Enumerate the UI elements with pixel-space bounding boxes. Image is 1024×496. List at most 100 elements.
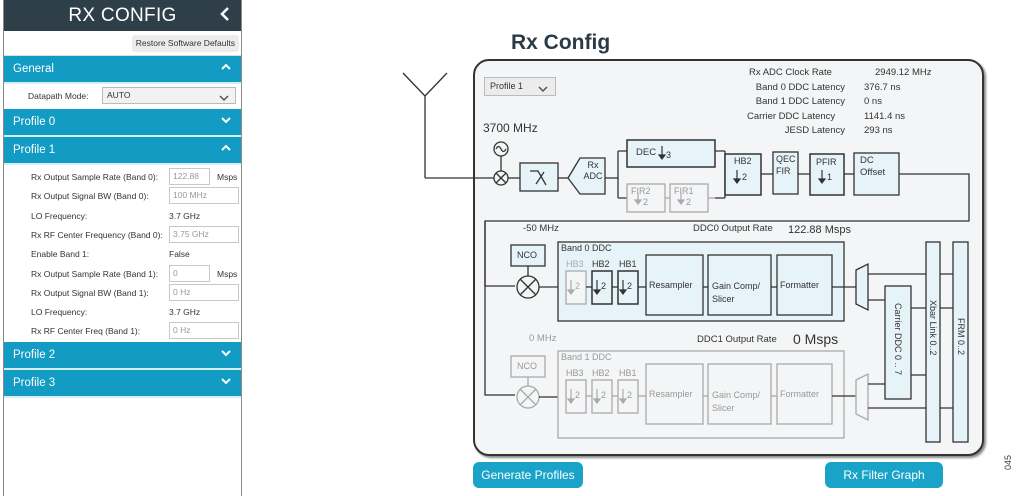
profile-select-value: Profile 1 bbox=[490, 81, 524, 91]
profile-1-row: Rx RF Center Freq (Band 1): 0 Hz bbox=[4, 322, 241, 340]
field-label: Rx RF Center Freq (Band 1): bbox=[31, 326, 141, 337]
restore-defaults-button[interactable]: Restore Software Defaults bbox=[131, 35, 239, 52]
band0-formatter-label: Formatter bbox=[780, 280, 820, 290]
dec-factor: 3 bbox=[666, 150, 672, 160]
mixer-icon bbox=[493, 170, 509, 186]
band0-gain-block bbox=[707, 254, 772, 316]
rx-adc-label: Rx ADC bbox=[582, 160, 604, 182]
band0-ddc-title: Band 0 DDC bbox=[561, 243, 612, 253]
lo-frequency-label: 3700 MHz bbox=[483, 121, 538, 135]
ddc0-output-rate-label: DDC0 Output Rate bbox=[693, 223, 773, 234]
rx-filter-graph-button[interactable]: Rx Filter Graph bbox=[825, 462, 943, 488]
xbar-link-label: Xbar Link 0..2 bbox=[928, 300, 938, 356]
oscillator-icon bbox=[493, 141, 509, 171]
datapath-mode-select[interactable]: AUTO bbox=[102, 87, 236, 104]
carrier-ddc-label: Carrier DDC 0 .. 7 bbox=[893, 303, 903, 376]
chevron-down-icon bbox=[219, 92, 229, 107]
unit-label: Msps bbox=[217, 268, 238, 279]
ddc0-output-rate-value: 122.88 Msps bbox=[788, 224, 851, 236]
section-profile-0[interactable]: Profile 0 bbox=[4, 109, 241, 137]
fir2-factor: 2 bbox=[643, 197, 649, 207]
stat-value: 2949.12 MHz bbox=[875, 67, 932, 78]
qec-line2: FIR bbox=[776, 166, 791, 176]
band1-resampler-label: Resampler bbox=[649, 389, 693, 399]
stat-label: Band 0 DDC Latency bbox=[755, 81, 845, 93]
section-profile-3[interactable]: Profile 3 bbox=[4, 370, 241, 398]
band1-mixer-icon bbox=[516, 385, 540, 409]
field-input[interactable]: 100 MHz bbox=[169, 187, 239, 205]
chevron-down-icon bbox=[220, 347, 232, 359]
stat-value: 376.7 ns bbox=[864, 81, 901, 93]
dc-line2: Offset bbox=[860, 167, 886, 178]
field-label: Rx RF Center Frequency (Band 0): bbox=[31, 229, 163, 240]
gain-line1: Gain Comp/ bbox=[712, 390, 761, 400]
datapath-mode-label: Datapath Mode: bbox=[28, 91, 89, 101]
band1-mux-icon bbox=[855, 372, 869, 422]
band1-hb3-label: HB3 bbox=[566, 368, 584, 378]
field-label: Rx Output Signal BW (Band 0): bbox=[31, 191, 149, 202]
field-label: Enable Band 1: bbox=[31, 249, 90, 260]
rx-config-panel: RX CONFIG Restore Software Defaults Gene… bbox=[3, 0, 242, 496]
band0-hb1-factor: 2 bbox=[627, 281, 633, 291]
profile-1-row: Enable Band 1: False bbox=[4, 245, 241, 263]
chevron-down-icon bbox=[538, 82, 548, 99]
band1-hb3-factor: 2 bbox=[575, 390, 581, 400]
carrier-ddc-block bbox=[884, 285, 912, 400]
field-input[interactable]: 122.88 bbox=[169, 168, 210, 185]
hb2-label: HB2 bbox=[734, 156, 752, 166]
band1-formatter-label: Formatter bbox=[780, 389, 820, 399]
rx-adc-line1: Rx bbox=[587, 160, 599, 170]
field-label: LO Frequency: bbox=[31, 307, 88, 318]
field-input[interactable]: 0 Hz bbox=[169, 283, 239, 301]
ddc1-output-rate-value: 0 Msps bbox=[793, 331, 839, 347]
section-general[interactable]: General bbox=[4, 56, 241, 84]
antenna-icon bbox=[402, 72, 494, 179]
band0-nco-freq: -50 MHz bbox=[523, 223, 559, 234]
field-value: False bbox=[169, 249, 190, 260]
section-profile-2[interactable]: Profile 2 bbox=[4, 342, 241, 370]
field-value: 3.7 GHz bbox=[169, 307, 201, 318]
gain-line2: Slicer bbox=[712, 403, 735, 413]
dec-label: DEC bbox=[636, 147, 657, 158]
rx-adc-line2: ADC bbox=[583, 171, 603, 181]
hb2-factor: 2 bbox=[742, 172, 748, 182]
section-label: General bbox=[13, 63, 54, 75]
lowpass-filter-block bbox=[519, 162, 559, 192]
stat-value: 1141.4 ns bbox=[864, 110, 906, 122]
figure-number: 045 bbox=[1003, 454, 1013, 470]
chevron-up-icon bbox=[220, 142, 232, 154]
generate-profiles-button[interactable]: Generate Profiles bbox=[473, 462, 583, 488]
chevron-down-icon bbox=[220, 114, 232, 126]
stat-value: 0 ns bbox=[864, 96, 882, 107]
fir1-label: FIR1 bbox=[674, 186, 694, 196]
band1-nco-label: NCO bbox=[517, 361, 537, 371]
band1-formatter-block bbox=[776, 363, 833, 425]
band0-resampler-label: Resampler bbox=[649, 280, 693, 290]
band0-hb1-label: HB1 bbox=[619, 259, 637, 269]
profile-1-row: Rx RF Center Frequency (Band 0): 3.75 GHz bbox=[4, 225, 241, 244]
field-input[interactable]: 3.75 GHz bbox=[169, 225, 239, 243]
section-label: Profile 3 bbox=[13, 377, 56, 389]
field-input[interactable]: 0 Hz bbox=[169, 322, 239, 340]
field-input[interactable]: 0 bbox=[169, 264, 210, 282]
profile-1-row: Rx Output Signal BW (Band 0): 100 MHz bbox=[4, 187, 241, 205]
qec-fir-block bbox=[772, 151, 799, 195]
profile-1-row: Rx Output Signal BW (Band 1):0 Hz bbox=[4, 283, 241, 302]
gain-line1: Gain Comp/ bbox=[712, 281, 761, 291]
band0-gain-label: Gain Comp/ Slicer bbox=[712, 280, 760, 306]
band0-hb3-factor: 2 bbox=[575, 281, 581, 291]
restore-row: Restore Software Defaults bbox=[4, 31, 241, 56]
unit-label: Msps bbox=[217, 172, 238, 182]
dc-offset-block bbox=[853, 152, 900, 196]
ddc1-output-rate-label: DDC1 Output Rate bbox=[697, 334, 777, 345]
stat-label: JESD Latency bbox=[784, 125, 845, 136]
band0-nco-label: NCO bbox=[517, 250, 537, 260]
profile-select[interactable]: Profile 1 bbox=[484, 77, 556, 96]
collapse-panel-button[interactable] bbox=[217, 4, 233, 26]
section-profile-1[interactable]: Profile 1 bbox=[4, 137, 241, 165]
chevron-down-icon bbox=[220, 375, 232, 387]
band1-gain-block bbox=[707, 363, 772, 425]
